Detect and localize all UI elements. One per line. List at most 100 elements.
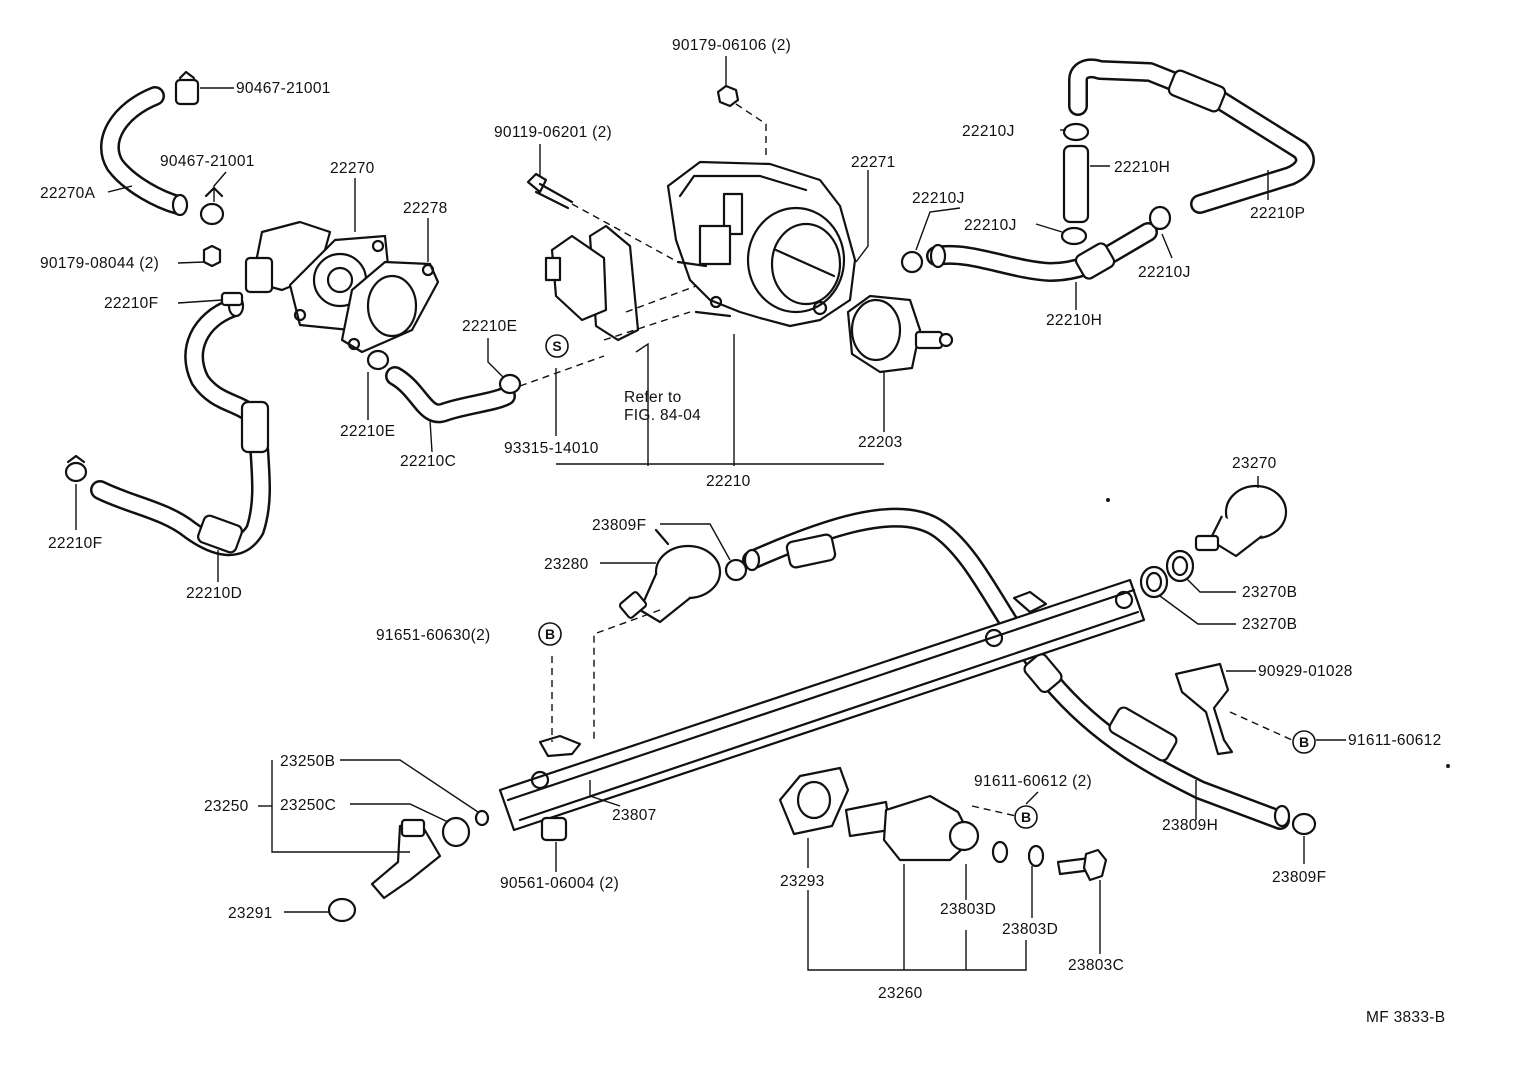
label-22210j-c: 22210J [964, 217, 1017, 234]
grommet-23291 [327, 897, 357, 923]
diagram-code: MF 3833-B [1366, 1009, 1445, 1026]
label-23809h: 23809H [1162, 817, 1218, 834]
label-23809f-top: 23809F [592, 517, 646, 534]
throttle-position-sensor [544, 224, 640, 342]
injector-23250 [370, 818, 442, 900]
label-93315-14010: 93315-14010 [504, 440, 599, 457]
label-23291: 23291 [228, 905, 273, 922]
gasket-22278 [340, 260, 440, 354]
label-23807: 23807 [612, 807, 657, 824]
clamp-22210f-top [220, 291, 244, 307]
clamp-23809f-top [724, 558, 748, 582]
label-90467-21001-a: 90467-21001 [236, 80, 331, 97]
label-90561-06004: 90561-06004 (2) [500, 875, 619, 892]
label-90467-21001-b: 90467-21001 [160, 153, 255, 170]
clamp-22210e-left [366, 349, 390, 371]
insulator-23250c [441, 816, 471, 848]
pipe-22210p [1068, 58, 1315, 214]
label-90929-01028: 90929-01028 [1258, 663, 1353, 680]
gasket-23270b-a [1165, 549, 1195, 583]
label-22210j-a: 22210J [962, 123, 1015, 140]
union-bolt-23803c [1056, 848, 1108, 882]
cold-start-injector-23260 [778, 766, 980, 862]
pressure-regulator-23280 [618, 528, 722, 624]
label-23270: 23270 [1232, 455, 1277, 472]
svg-text:B: B [1299, 734, 1309, 750]
label-22210p: 22210P [1250, 205, 1305, 222]
bracket-90929-01028 [1174, 662, 1234, 756]
label-23803c: 23803C [1068, 957, 1124, 974]
gasket-23803d-b [1027, 844, 1045, 868]
label-22278: 22278 [403, 200, 448, 217]
leader-lines [75, 56, 1346, 971]
part-labels: 90467-21001 90467-21001 22270A 90179-080… [40, 37, 1445, 1026]
label-23250b: 23250B [280, 753, 335, 770]
svg-text:B: B [545, 626, 555, 642]
label-23270b-b: 23270B [1242, 616, 1297, 633]
hose-22210d [90, 294, 272, 557]
fuel-hose-23809h [742, 507, 1291, 830]
label-23250c: 23250C [280, 797, 336, 814]
clamp-90467-21001-a [174, 70, 200, 106]
hose-22210c [385, 366, 516, 424]
clamp-22210j-a [1062, 122, 1090, 142]
label-22210f-bottom: 22210F [48, 535, 102, 552]
label-22210e-left: 22210E [340, 423, 395, 440]
symbol-s: S [545, 334, 569, 358]
label-22203: 22203 [858, 434, 903, 451]
nut-90179-06106 [716, 84, 740, 108]
air-valve-22270 [244, 220, 392, 332]
svg-text:B: B [1021, 809, 1031, 825]
label-22270a: 22270A [40, 185, 96, 202]
clamp-90467-21001-b [199, 186, 225, 226]
label-23250: 23250 [204, 798, 249, 815]
o-ring-23250b [474, 809, 490, 827]
clamp-23809f-bottom [1291, 812, 1317, 836]
label-91611-60612-right: 91611-60612 [1348, 732, 1442, 749]
clamp-22210j-c [1060, 226, 1088, 246]
label-22270: 22270 [330, 160, 375, 177]
label-22210: 22210 [706, 473, 751, 490]
label-23809f-bottom: 23809F [1272, 869, 1326, 886]
specks [1106, 498, 1450, 768]
collar-90561-06004 [540, 816, 568, 842]
label-22210h-bottom: 22210H [1046, 312, 1102, 329]
clamp-22210e-right [498, 373, 522, 395]
note-fig-84-04: FIG. 84-04 [624, 407, 701, 424]
pulsation-damper-23270 [1194, 484, 1288, 558]
label-22210c: 22210C [400, 453, 456, 470]
clamp-22210j-b [900, 250, 924, 274]
bolt-90119-06201 [526, 172, 574, 210]
label-22210e-right: 22210E [462, 318, 517, 335]
note-refer-to: Refer to [624, 389, 682, 406]
label-22210h-top: 22210H [1114, 159, 1170, 176]
label-91611-60612-mid: 91611-60612 (2) [974, 773, 1092, 790]
label-23803d-a: 23803D [940, 901, 996, 918]
hose-22270a [100, 86, 189, 217]
clamp-22210j-d [1148, 205, 1172, 231]
label-90179-08044: 90179-08044 (2) [40, 255, 159, 272]
label-22210f-top: 22210F [104, 295, 158, 312]
svg-text:S: S [552, 338, 561, 354]
fuel-rail-23807 [498, 578, 1146, 832]
label-22210j-d: 22210J [1138, 264, 1191, 281]
label-23260: 23260 [878, 985, 923, 1002]
label-22271: 22271 [851, 154, 896, 171]
hose-22210h-bottom [926, 222, 1158, 282]
label-23803d-b: 23803D [1002, 921, 1058, 938]
throttle-body-22210 [666, 160, 857, 328]
label-23280: 23280 [544, 556, 589, 573]
symbol-b-mid: B [1014, 805, 1038, 829]
dashed-reference-lines [519, 103, 1293, 817]
gasket-23270b-b [1139, 565, 1169, 599]
actuator-22203 [846, 294, 954, 374]
clamp-22210f-bottom [64, 454, 88, 483]
label-91651-60630: 91651-60630(2) [376, 627, 491, 644]
hose-22210h-top [1062, 144, 1090, 224]
gasket-23803d-a [991, 840, 1009, 864]
label-23293: 23293 [780, 873, 825, 890]
label-90179-06106: 90179-06106 (2) [672, 37, 791, 54]
symbol-b-left: B [538, 622, 562, 646]
nut-90179-08044 [202, 244, 222, 268]
label-22210j-b: 22210J [912, 190, 965, 207]
